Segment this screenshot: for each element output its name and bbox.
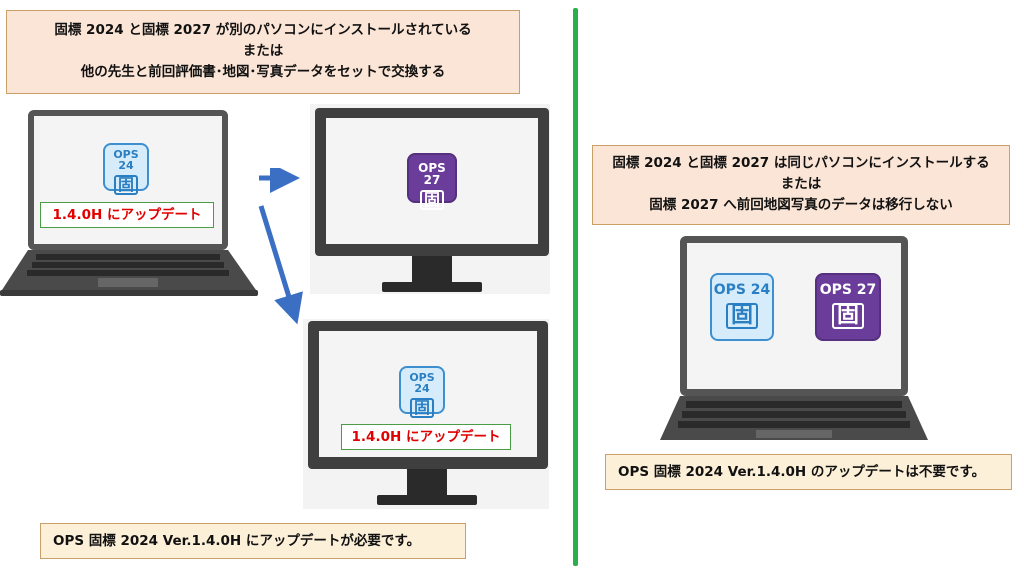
left-result-note: OPS 固標 2024 Ver.1.4.0H にアップデートが必要です。: [40, 523, 466, 559]
ops27-app-icon: OPS 27 固: [815, 273, 881, 341]
ko-kanji-icon: 固: [409, 398, 434, 418]
ko-kanji-icon: 固: [831, 303, 864, 329]
right-condition-line-2: または: [780, 176, 822, 192]
laptop-update-badge: 1.4.0H にアップデート: [40, 202, 214, 228]
ops24-app-icon: OPS 24 固: [399, 366, 445, 418]
right-condition-line-3: 固標 2027 へ前回地図写真のデータは移行しない: [649, 197, 953, 213]
ko-kanji-icon: 固: [113, 175, 138, 195]
left-condition-line-3: 他の先生と前回評価書･地図･写真データをセットで交換する: [80, 64, 446, 80]
laptop-illustration-right: [660, 236, 928, 440]
green-divider: [573, 8, 578, 566]
arrows: [258, 168, 303, 325]
ops24-app-icon: OPS 24 固: [103, 143, 149, 195]
left-condition-box: 固標 2024 と固標 2027 が別のパソコンにインストールされている または…: [6, 10, 520, 94]
left-condition-line-2: または: [242, 43, 284, 59]
ko-kanji-icon: 固: [419, 190, 444, 210]
right-condition-line-1: 固標 2024 と固標 2027 は同じパソコンにインストールする: [612, 155, 990, 171]
ops27-icon-label: OPS 27: [819, 282, 877, 298]
left-condition-line-1: 固標 2024 と固標 2027 が別のパソコンにインストールされている: [54, 22, 472, 38]
ops24-icon-label: OPS 24: [713, 282, 771, 298]
ops24-icon-label: OPS 24: [113, 148, 139, 172]
ops24-app-icon: OPS 24 固: [710, 273, 774, 341]
monitor-update-badge: 1.4.0H にアップデート: [341, 424, 511, 450]
right-result-note: OPS 固標 2024 Ver.1.4.0H のアップデートは不要です。: [605, 454, 1012, 490]
right-condition-box: 固標 2024 と固標 2027 は同じパソコンにインストールする または 固標…: [592, 145, 1010, 225]
ops27-icon-label: OPS 27: [418, 161, 446, 187]
ops24-icon-label: OPS 24: [409, 371, 435, 395]
ko-kanji-icon: 固: [725, 303, 758, 329]
ops27-app-icon: OPS 27 固: [407, 153, 457, 210]
down-arrow: [258, 205, 303, 325]
